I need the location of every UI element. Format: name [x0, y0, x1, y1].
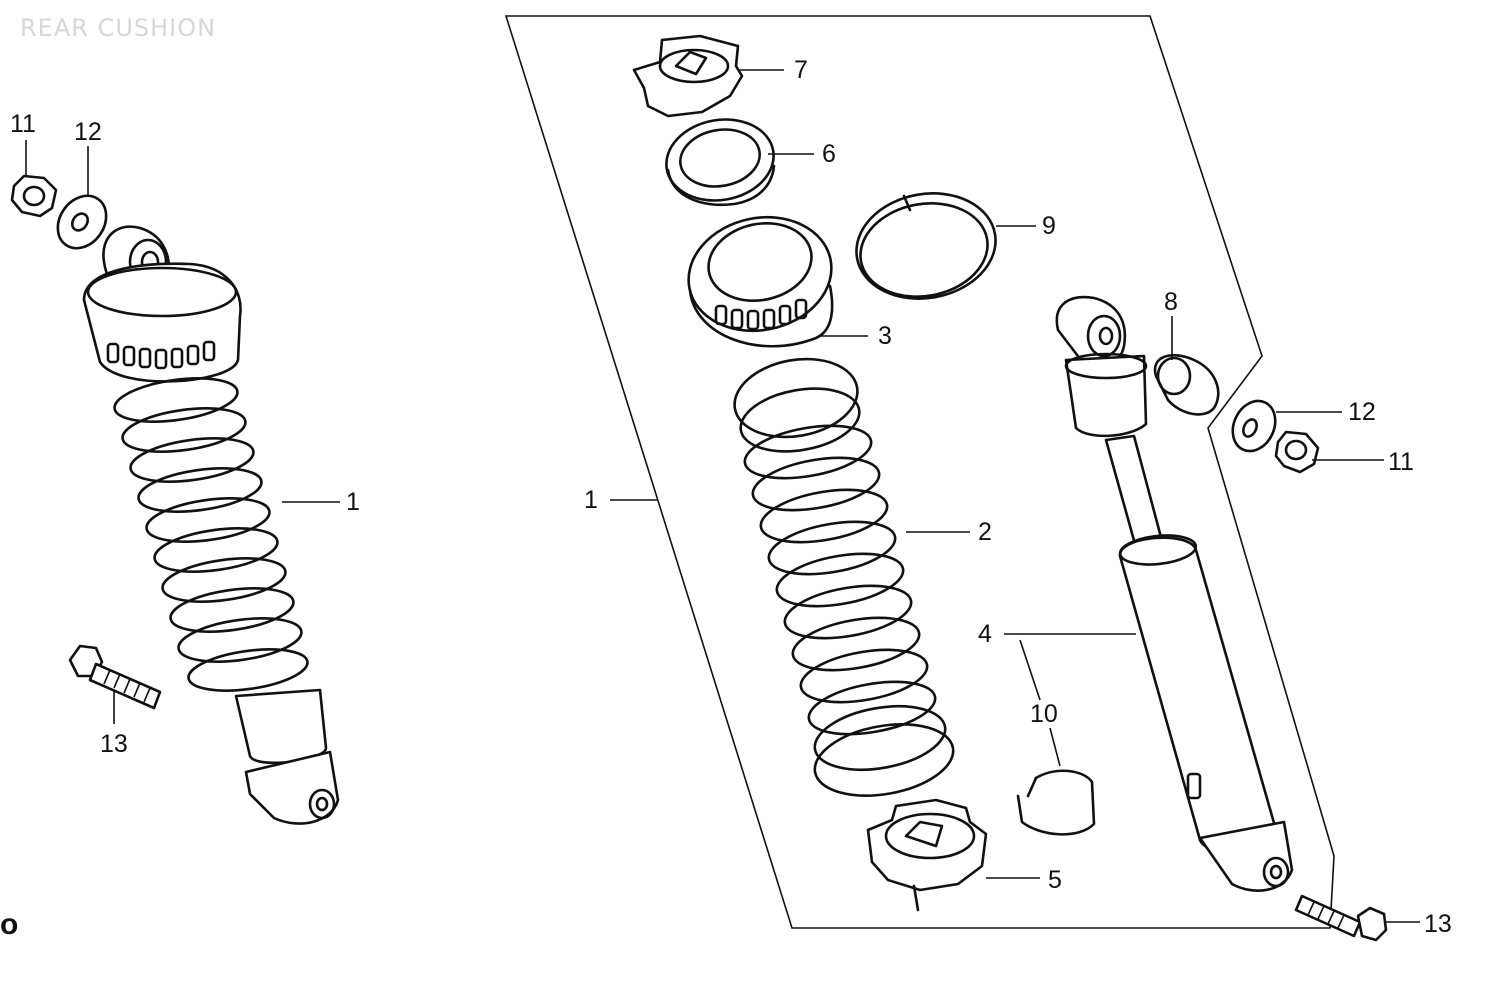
callout-rubber-band: 9: [1042, 212, 1056, 240]
right-bolt-drawing: [1294, 894, 1388, 942]
spring-seat-lock-drawing: [632, 34, 744, 118]
callout-left-nut: 11: [10, 110, 36, 138]
left-spring-coils: [113, 377, 309, 692]
spring-seat-upper-drawing: [687, 215, 834, 348]
left-upper-seat: [82, 262, 242, 383]
callout-damper-retainer: 10: [1030, 700, 1058, 728]
callout-left-bolt: 13: [100, 730, 128, 758]
callout-spring-adjuster: 5: [1048, 866, 1062, 894]
spring-drawing: [733, 357, 955, 797]
exploded-view-frame: [504, 15, 1335, 929]
callout-damper: 4: [978, 620, 992, 648]
corner-mark: o: [0, 908, 18, 941]
callout-numbers: 11 12 1 13 1 2 3 4 5 6 7 8 9 10 12 11 13…: [0, 56, 1452, 941]
callout-right-washer: 12: [1348, 398, 1376, 426]
callout-spring: 2: [978, 518, 992, 546]
callout-spring-seat-stopper: 6: [822, 140, 836, 168]
callout-frame-assembly: 1: [584, 486, 598, 514]
damper-drawing: [1055, 295, 1294, 892]
callout-right-nut: 11: [1388, 448, 1414, 476]
right-washer-drawing: [1231, 399, 1277, 453]
left-nut-drawing: [10, 174, 58, 218]
spring-seat-stopper-drawing: [665, 118, 776, 207]
left-leader-lines: [25, 140, 340, 724]
damper-retainer-drawing: [1016, 769, 1096, 836]
callout-left-washer: 12: [74, 118, 102, 146]
callout-spring-seat-upper: 3: [878, 322, 892, 350]
exploded-parts: [632, 34, 1388, 942]
right-leader-lines: [610, 69, 1420, 923]
callout-spring-seat-lock: 7: [794, 56, 808, 84]
callout-right-bolt: 13: [1424, 910, 1452, 938]
left-lower-body: [234, 688, 340, 825]
left-shock-assembly: [10, 174, 340, 825]
callout-bushing: 8: [1164, 288, 1178, 316]
left-washer-drawing: [56, 194, 108, 250]
rubber-band-drawing: [855, 192, 997, 300]
callout-left-shock-assembly: 1: [346, 488, 360, 516]
right-nut-drawing: [1274, 430, 1320, 474]
page-title: REAR CUSHION: [20, 14, 217, 42]
bushing-drawing: [1153, 353, 1220, 416]
left-bolt-drawing: [68, 644, 162, 710]
spring-adjuster-drawing: [866, 798, 988, 912]
